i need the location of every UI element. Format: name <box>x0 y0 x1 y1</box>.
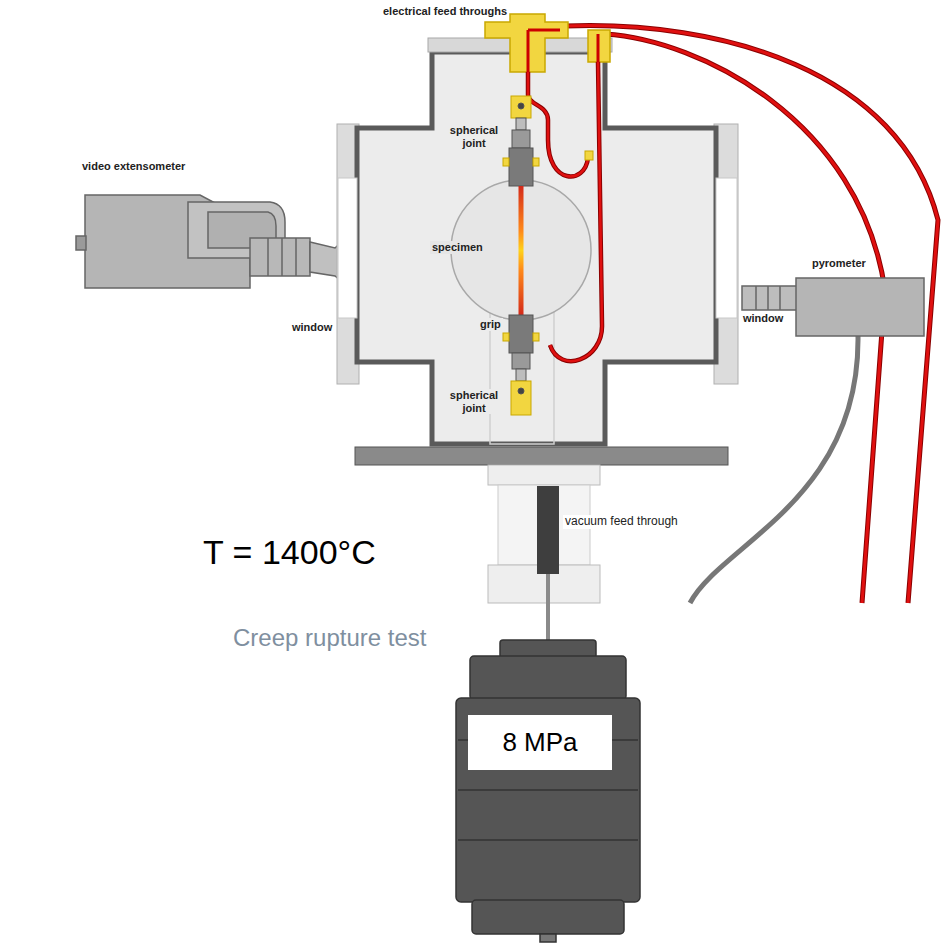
chamber-wall <box>357 52 716 444</box>
part-label: window <box>741 312 785 325</box>
weight-label: 8 MPa <box>502 727 577 758</box>
base-plate <box>355 447 728 465</box>
video-extensometer-symbol <box>76 195 352 290</box>
dead-weight <box>456 640 640 942</box>
part-label: spherical joint <box>440 124 508 149</box>
vacuum-feedthrough-symbol <box>537 486 559 574</box>
temperature-label: T = 1400°C <box>203 533 376 572</box>
part-label: spherical joint <box>440 389 508 414</box>
vacuum-chamber <box>337 38 738 444</box>
load-train <box>503 96 593 415</box>
window-pane <box>716 178 737 318</box>
part-label: window <box>290 321 334 334</box>
part-label: vacuum feed through <box>563 515 680 529</box>
part-label: specimen <box>430 241 485 254</box>
base-and-port <box>355 447 728 642</box>
part-label: video extensometer <box>82 160 185 173</box>
part-label: pyrometer <box>812 257 866 270</box>
electrical-feedthrough-symbol <box>485 14 610 72</box>
window-pane <box>338 178 357 318</box>
part-label: grip <box>478 318 503 331</box>
pyrometer-symbol <box>742 278 924 336</box>
part-label: electrical feed throughs <box>383 5 507 18</box>
internal-wires <box>528 62 602 361</box>
pull-rod <box>546 574 550 642</box>
specimen-bar <box>519 186 524 315</box>
weight-label-box: 8 MPa <box>468 715 612 770</box>
heading-label: Creep rupture test <box>233 624 426 652</box>
